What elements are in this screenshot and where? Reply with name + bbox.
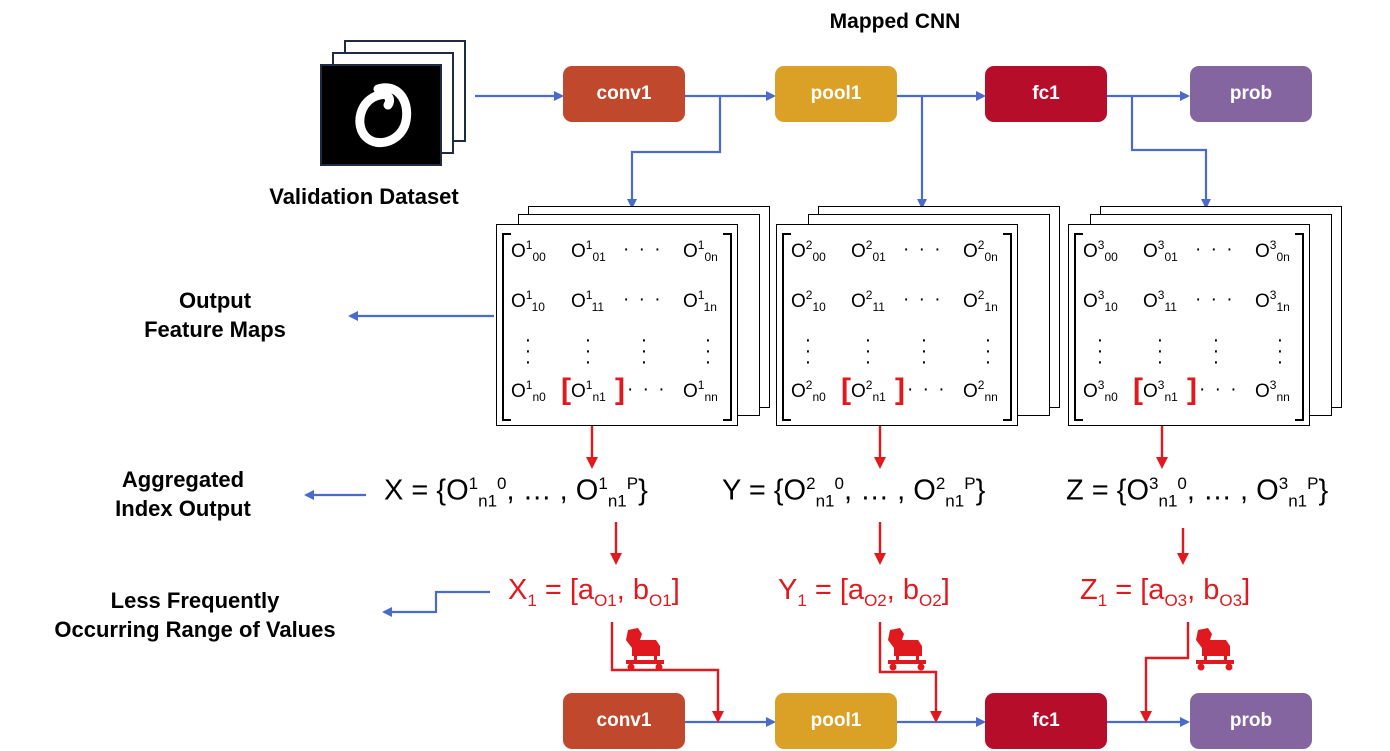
dataset-label: Validation Dataset	[269, 184, 459, 209]
matrix-right-bracket	[723, 233, 732, 421]
matrix-cell: O2n0	[791, 378, 826, 404]
matrix-cell: O31n	[1255, 288, 1290, 314]
matrix-cell: O1n0	[511, 378, 546, 404]
matrix-hdots: · · ·	[1199, 379, 1239, 400]
matrix-hdots: · · ·	[907, 379, 947, 400]
matrix-hdots: · · ·	[1195, 239, 1235, 260]
matrix-vdots: ···	[1096, 329, 1104, 373]
matrix-hdots: · · ·	[903, 289, 943, 310]
matrix-cell: O20n	[963, 238, 998, 264]
matrix-cell: O211	[851, 288, 885, 314]
top-block-conv1: conv1	[563, 66, 685, 122]
aggregated-set-y: Y = {O2n10, … , O2n1P}	[722, 474, 986, 511]
matrix-vdots: ···	[804, 329, 812, 373]
highlight-bracket-right: ]	[615, 373, 625, 406]
matrix-cell: O30n	[1255, 238, 1290, 264]
matrix-cell: O3n0	[1083, 378, 1118, 404]
matrix-hdots: · · ·	[623, 289, 663, 310]
matrix-cell: O21n	[963, 288, 998, 314]
matrix-cell: O1nn	[683, 378, 718, 404]
bottom-block-prob: prob	[1190, 693, 1312, 749]
diagram-title: Mapped CNN	[829, 10, 961, 33]
matrix-cell: O300	[1083, 238, 1118, 264]
trojan-horse-icon	[882, 624, 932, 672]
bottom-block-pool1: pool1	[775, 693, 897, 749]
matrix-cell: O101	[571, 238, 606, 264]
matrix-cell: O3nn	[1255, 378, 1290, 404]
matrix-cell: O210	[791, 288, 826, 314]
matrix-vdots: ···	[984, 329, 992, 373]
top-block-pool1: pool1	[775, 66, 897, 122]
matrix-left-bracket	[1074, 233, 1083, 421]
matrix-cell: O311	[1143, 288, 1177, 314]
matrix-cell: O310	[1083, 288, 1118, 314]
matrix-right-bracket	[1003, 233, 1012, 421]
aggregated-set-z: Z = {O3n10, … , O3n1P}	[1066, 474, 1329, 511]
feature-map-matrix-2: O200 O201 O20n · · · O210 O211 O21n · · · O2n0 O2…	[776, 224, 1018, 426]
matrix-hdots: · · ·	[623, 239, 663, 260]
value-range-z1: Z1 = [aO3, bO3]	[1080, 574, 1251, 610]
matrix-cell: O111	[571, 288, 605, 314]
matrix-vdots: ···	[864, 329, 872, 373]
matrix-vdots: ···	[584, 329, 592, 373]
matrix-vdots: ···	[1276, 329, 1284, 373]
matrix-cell: O100	[511, 238, 546, 264]
matrix-cell: O110	[511, 288, 545, 314]
highlight-bracket-left: [	[1133, 373, 1143, 406]
matrix-cell: O2n1	[851, 378, 886, 404]
matrix-cell: O201	[851, 238, 886, 264]
matrix-vdots: ···	[640, 329, 648, 373]
matrix-vdots: ···	[704, 329, 712, 373]
matrix-cell: O1n1	[571, 378, 606, 404]
matrix-vdots: ···	[1156, 329, 1164, 373]
matrix-hdots: · · ·	[1195, 289, 1235, 310]
bottom-block-fc1: fc1	[985, 693, 1107, 749]
matrix-cell: O2nn	[963, 378, 998, 404]
bottom-block-conv1: conv1	[563, 693, 685, 749]
matrix-cell: O301	[1143, 238, 1178, 264]
matrix-vdots: ···	[920, 329, 928, 373]
matrix-cell: O200	[791, 238, 826, 264]
top-block-prob: prob	[1190, 66, 1312, 122]
mnist-zero-image	[320, 64, 442, 166]
feature-map-matrix-3: O300 O301 O30n · · · O310 O311 O31n · · · O3n0 O3…	[1068, 224, 1310, 426]
matrix-cell: O10n	[683, 238, 718, 264]
top-block-fc1: fc1	[985, 66, 1107, 122]
highlight-bracket-right: ]	[895, 373, 905, 406]
matrix-cell: O3n1	[1143, 378, 1178, 404]
highlight-bracket-left: [	[561, 373, 571, 406]
feature-map-matrix-1: O100 O101 O10n · · · O110 O111 O11n · · · O1n0 O1…	[496, 224, 738, 426]
trojan-horse-icon	[620, 624, 670, 672]
value-range-x1: X1 = [aO1, bO1]	[508, 574, 680, 610]
aggregated-set-x: X = {O1n10, … , O1n1P}	[384, 474, 648, 511]
highlight-bracket-left: [	[841, 373, 851, 406]
matrix-vdots: ···	[1212, 329, 1220, 373]
matrix-left-bracket	[782, 233, 791, 421]
highlight-bracket-right: ]	[1187, 373, 1197, 406]
matrix-hdots: · · ·	[627, 379, 667, 400]
matrix-vdots: ···	[524, 329, 532, 373]
matrix-right-bracket	[1295, 233, 1304, 421]
matrix-cell: O11n	[683, 288, 717, 314]
value-range-y1: Y1 = [aO2, bO2]	[778, 574, 950, 610]
matrix-hdots: · · ·	[903, 239, 943, 260]
trojan-horse-icon	[1190, 624, 1240, 672]
matrix-left-bracket	[502, 233, 511, 421]
